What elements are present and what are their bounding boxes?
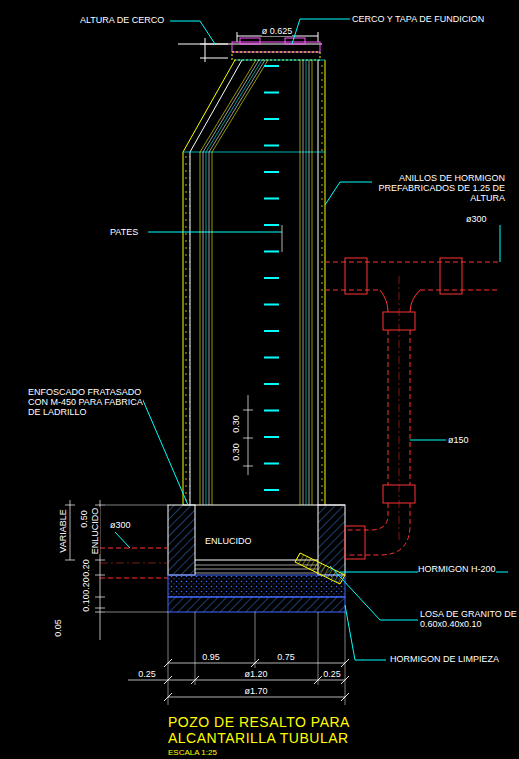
drawing-label: HORMIGON H-200 <box>418 564 496 574</box>
step-rung <box>264 463 279 465</box>
drawing-label: CERCO Y TAPA DE FUNDICION <box>352 14 484 24</box>
drawing-label: 0.20 <box>81 577 91 595</box>
step-rung <box>264 145 279 147</box>
drawing-label: LOSA DE GRANITO DE 0.60x0.40x0.10 <box>420 609 519 629</box>
drawing-label: 0.50 <box>79 510 89 528</box>
step-rung <box>264 489 279 491</box>
step-rung <box>264 65 279 67</box>
step-rung <box>264 92 279 94</box>
step-rung <box>264 304 279 306</box>
drawing-label: PATES <box>110 227 138 237</box>
lining-line <box>209 60 265 505</box>
step-rung <box>264 357 279 359</box>
lining-line <box>312 60 313 505</box>
step-rung <box>264 330 279 332</box>
lining-line <box>309 60 310 505</box>
drawing-label: ENLUCIDO <box>205 536 252 546</box>
step-rung <box>264 410 279 412</box>
step-rung <box>264 171 279 173</box>
scale-caption: ESCALA 1:25 <box>168 748 217 757</box>
step-rung <box>264 277 279 279</box>
drawing-label: ø150 <box>448 435 469 445</box>
lining-line <box>306 60 307 505</box>
drawing-label: VARIABLE <box>58 509 68 552</box>
drawing-label: ø1.20 <box>244 669 267 679</box>
drawing-label: ø 0.625 <box>262 26 293 36</box>
drawing-label: 0.75 <box>277 652 295 662</box>
drawing-label: ENLUCIDO <box>90 508 100 555</box>
drawing-label: ø300 <box>110 520 131 530</box>
step-rung <box>264 198 279 200</box>
drawing-title: POZO DE RESALTO PARA ALCANTARILLA TUBULA… <box>168 714 398 746</box>
lining-line <box>303 60 304 505</box>
drawing-label: 0.25 <box>138 669 156 679</box>
lining-line <box>203 60 259 505</box>
drawing-label: ENFOSCADO FRATASADO CON M-450 PARA FABRI… <box>28 387 143 417</box>
drawing-label: 0.30 <box>231 443 241 461</box>
drawing-label: ALTURA DE CERCO <box>80 15 164 25</box>
step-rung <box>264 224 279 226</box>
drawing-label: HORMIGON DE LIMPIEZA <box>390 654 499 664</box>
lining-line <box>206 60 262 505</box>
lining-line <box>200 60 256 505</box>
drawing-label: ø1.70 <box>244 686 267 696</box>
step-rung <box>264 251 279 253</box>
drawing-label: 0.10 <box>81 594 91 612</box>
step-rung <box>264 383 279 385</box>
lining-line <box>212 60 268 505</box>
drawing-label: 0.30 <box>231 415 241 433</box>
drawing-label: 0.25 <box>323 669 341 679</box>
drawing-label: ANILLOS DE HORMIGON PREFABRICADOS DE 1.2… <box>375 173 505 203</box>
step-rung <box>264 436 279 438</box>
drawing-label: 0.20 <box>81 559 91 577</box>
drawing-label: 0.95 <box>202 652 220 662</box>
step-rung <box>264 118 279 120</box>
lining-line <box>300 60 301 505</box>
drawing-label: ø300 <box>466 214 487 224</box>
drawing-label: 0.05 <box>53 619 63 637</box>
